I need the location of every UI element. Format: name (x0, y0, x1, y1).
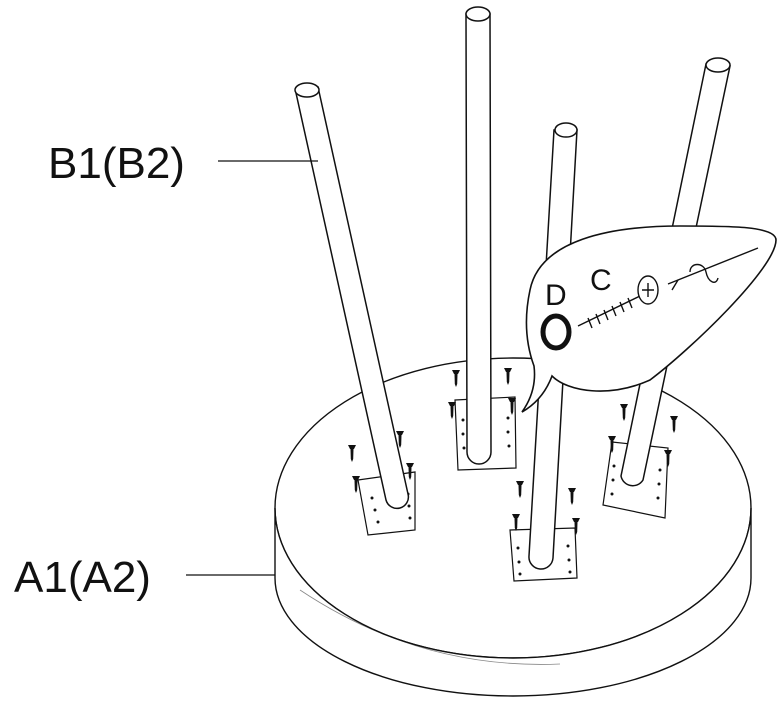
label-washer: D (545, 279, 567, 312)
label-leg: B1(B2) (48, 139, 185, 188)
screwdriver-icon (667, 247, 759, 291)
label-base: A1(A2) (14, 553, 151, 602)
leader-lines (186, 160, 318, 576)
leg-back-center (465, 13, 492, 465)
label-screw: C (590, 264, 612, 297)
screw-detail-icon (577, 275, 659, 329)
washer-icon (540, 313, 572, 351)
detail-callout (521, 225, 777, 413)
leg-front-left (295, 86, 410, 510)
